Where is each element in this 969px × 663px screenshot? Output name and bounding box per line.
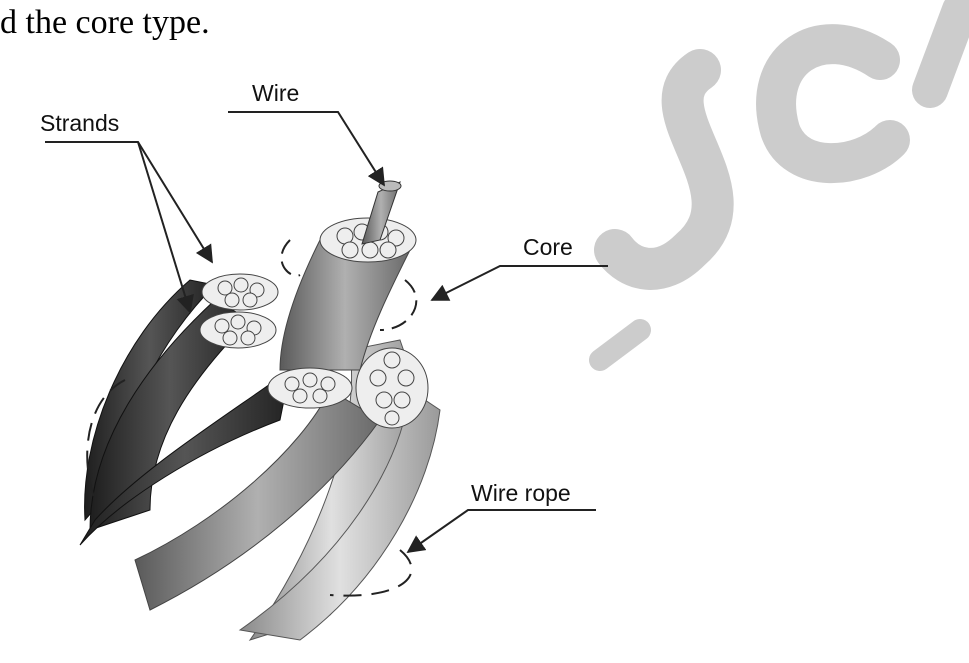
wire-label: Wire bbox=[252, 80, 300, 106]
rope-dashed-outline-left bbox=[86, 379, 126, 501]
strand-end-face-center bbox=[267, 367, 353, 409]
strands-leader-line-1 bbox=[45, 141, 213, 264]
strand-end-face-right bbox=[355, 347, 429, 429]
watermark-s-shape bbox=[594, 49, 734, 290]
wire-rope-label: Wire rope bbox=[471, 480, 571, 506]
rope-dashed-outline-right bbox=[329, 549, 413, 597]
wire-leader-line bbox=[228, 111, 385, 187]
watermark-c-shape bbox=[756, 24, 910, 184]
strand-crossing-dark bbox=[79, 368, 291, 546]
core-leader-line bbox=[430, 265, 608, 301]
watermark-edge-stroke bbox=[912, 0, 969, 108]
core-dashed-outline-2 bbox=[379, 279, 418, 331]
watermark-logo bbox=[589, 0, 969, 371]
strand-end-face-left-upper bbox=[201, 273, 279, 311]
document-text-fragment: d the core type. bbox=[0, 4, 210, 41]
strands-label: Strands bbox=[40, 110, 120, 136]
rope-body bbox=[79, 180, 441, 641]
watermark-lower-stroke bbox=[589, 319, 651, 371]
strand-lower-light bbox=[238, 389, 441, 641]
core-dashed-outline bbox=[280, 239, 301, 277]
wire-rope-leader-line bbox=[406, 509, 596, 554]
core-label: Core bbox=[523, 234, 573, 260]
strand-lower-mid bbox=[134, 389, 381, 611]
strand-end-face-left-lower bbox=[199, 311, 277, 349]
strands-leader-line-2 bbox=[137, 141, 194, 314]
leader-lines bbox=[45, 111, 608, 554]
